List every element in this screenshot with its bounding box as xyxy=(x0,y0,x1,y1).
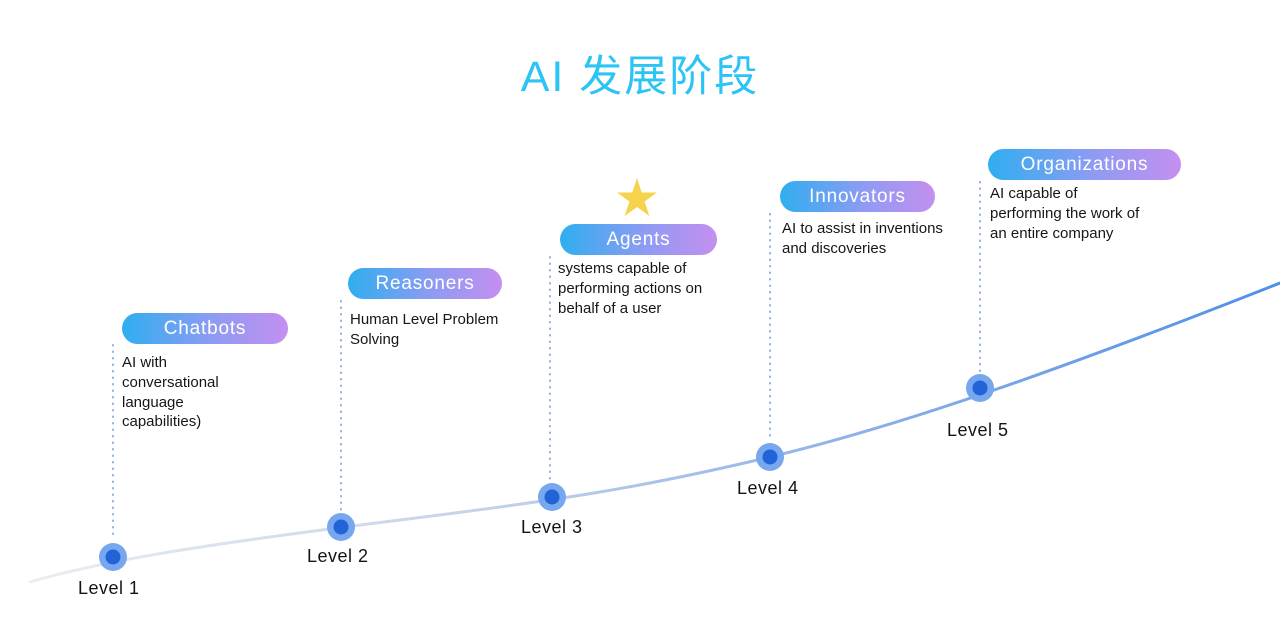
level-3-dot xyxy=(538,483,566,511)
level-label-1: Level 1 xyxy=(78,578,140,598)
stage-description-chatbots: AI with conversational language capabili… xyxy=(122,354,219,431)
stage-pill-chatbots: Chatbots xyxy=(122,313,288,344)
stage-pill-reasoners: Reasoners xyxy=(348,268,502,299)
stage-pill-agents: Agents xyxy=(560,224,717,255)
level-2-dot xyxy=(327,513,355,541)
stage-description-organizations: AI capable of performing the work of an … xyxy=(990,185,1140,242)
page-title: AI 发展阶段 xyxy=(520,53,760,101)
stage-pill-organizations: Organizations xyxy=(988,149,1181,180)
level-5-dot xyxy=(966,374,994,402)
stage-description-agents: systems capable of performing actions on… xyxy=(558,260,703,317)
level-4-dot xyxy=(756,443,784,471)
level-label-5: Level 5 xyxy=(947,420,1009,440)
level-label-2: Level 2 xyxy=(307,546,369,566)
stage-description-reasoners: Human Level Problem Solving xyxy=(350,311,499,348)
level-label-3: Level 3 xyxy=(521,517,583,537)
level-1-dot xyxy=(99,543,127,571)
growth-curve xyxy=(28,281,1280,584)
stage-description-innovators: AI to assist in inventions and discoveri… xyxy=(782,220,943,257)
stage-pill-innovators: Innovators xyxy=(780,181,935,212)
star-icon xyxy=(617,178,657,216)
level-label-4: Level 4 xyxy=(737,478,799,498)
